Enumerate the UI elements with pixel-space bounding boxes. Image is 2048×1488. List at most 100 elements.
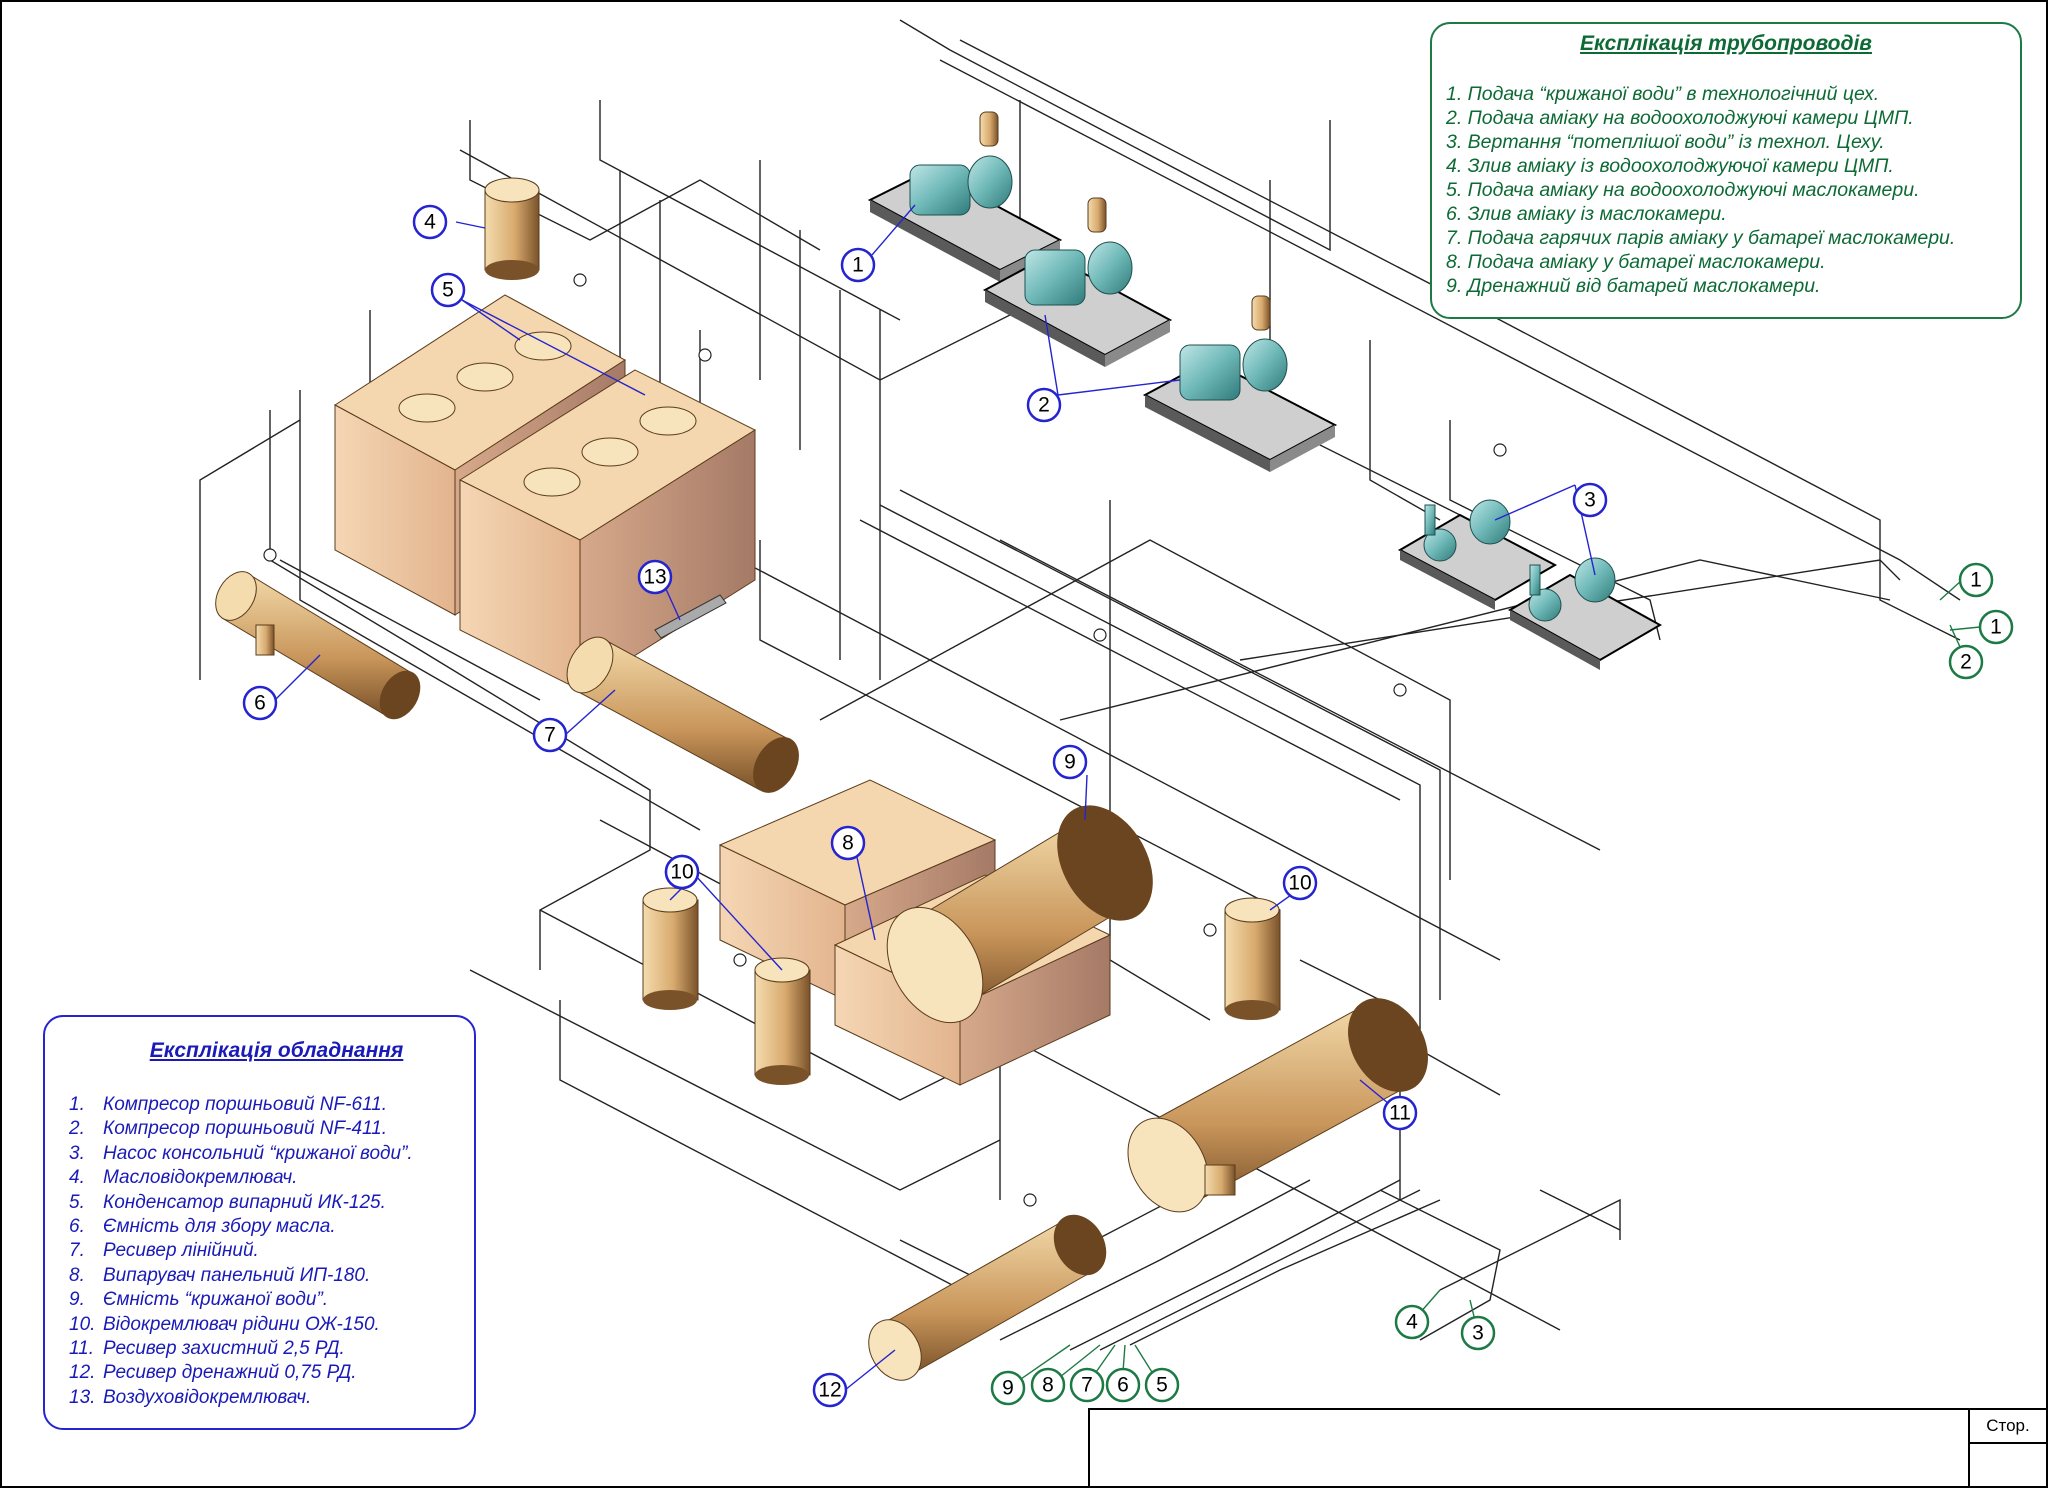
equipment-callout-4: 4 (412, 204, 448, 240)
pipe-callout-circle (990, 1370, 1026, 1406)
equipment-callout-7: 7 (532, 717, 568, 753)
pump-3b (1507, 557, 1663, 670)
equipment-callout-6: 6 (242, 685, 278, 721)
equipment-callout-9: 9 (1052, 744, 1088, 780)
condenser-5b (458, 369, 757, 691)
title-block-page-cell: Стор. (1968, 1408, 2046, 1486)
pipe-callout-number: 3 (1472, 1322, 1484, 1345)
equipment-callout-number: 4 (424, 211, 436, 234)
equipment-callout-2: 2 (1026, 387, 1062, 423)
equipment-callout-circle (812, 1372, 848, 1408)
equipment-callout-circle (664, 854, 700, 890)
pipe-callout-circle (1105, 1367, 1141, 1403)
oil-separator-4 (484, 177, 540, 280)
pump-3a (1397, 499, 1558, 610)
equipment-callout-number: 10 (1288, 872, 1311, 895)
equipment-callout-number: 7 (544, 724, 556, 747)
equipment-callouts: 123456789101010111213 (242, 204, 1608, 1408)
pipe-legend-title: Експлікація трубопроводів (1580, 32, 1872, 55)
air-separator-13 (654, 594, 727, 639)
equipment-callout-number: 1 (852, 254, 864, 277)
pipe-callout-number: 1 (1990, 616, 2002, 639)
pipe-callout-circle (1460, 1315, 1496, 1351)
equipment-callout-number: 12 (818, 1379, 841, 1402)
equipment-callout-circle (840, 247, 876, 283)
pipe-callout-3: 3 (1460, 1315, 1496, 1351)
pipe-callout-circle (1948, 644, 1984, 680)
pipelines (199, 19, 1961, 1351)
equipment-legend-item: 8.Випарувач панельний ИП-180. (69, 1264, 371, 1286)
compressor-2a (982, 197, 1173, 367)
equipment-callout-10: 10 (664, 854, 700, 890)
equipment-callout-number: 5 (442, 279, 454, 302)
pipe-callout-number: 5 (1156, 1374, 1168, 1397)
pipe-legend-item: 9. Дренажний від батарей маслокамери. (1446, 275, 1821, 297)
pipe-callout-4: 4 (1394, 1304, 1430, 1340)
equipment-callout-3: 3 (1572, 482, 1608, 518)
equipment-legend-item: 13.Воздуховідокремлювач. (69, 1386, 312, 1408)
pipe-callout-number: 2 (1960, 651, 1972, 674)
liquid-separator-10a (642, 887, 699, 1010)
equipment-callout-circle (1282, 865, 1318, 901)
equipment-callout-number: 9 (1064, 751, 1076, 774)
pipe-legend-item: 7. Подача гарячих парів аміаку у батареї… (1446, 227, 1956, 249)
equipment-callout-circle (1572, 482, 1608, 518)
ice-water-tank-9 (886, 805, 1153, 1024)
pipe-legend: Експлікація трубопроводів 1. Подача “кри… (1430, 22, 2022, 319)
equipment-callout-number: 10 (670, 861, 693, 884)
equipment-callout-circle (242, 685, 278, 721)
pipe-leader-lines (1007, 579, 1981, 1389)
equipment-callout-8: 8 (830, 825, 866, 861)
equipment-callout-10: 10 (1282, 865, 1318, 901)
equipment-callout-number: 8 (842, 832, 854, 855)
equipment-callout-number: 2 (1038, 394, 1050, 417)
pipe-callout-number: 9 (1002, 1377, 1014, 1400)
equipment-legend-list: 1.Компресор поршньовий NF-611. 2.Компрес… (69, 1093, 450, 1410)
equipment-legend-item: 2.Компресор поршньовий NF-411. (69, 1118, 388, 1140)
pipe-callout-number: 8 (1042, 1374, 1054, 1397)
protective-receiver-11 (1127, 998, 1428, 1213)
equipment-callout-circle (430, 272, 466, 308)
equipment-legend-item: 9.Ємність “крижаної води”. (69, 1289, 329, 1311)
equipment-legend-item: 6.Ємність для збору масла. (69, 1216, 336, 1238)
equipment-legend-item: 1.Компресор поршньовий NF-611. (69, 1094, 388, 1115)
equipment-callout-circle (532, 717, 568, 753)
pipe-callout-number: 7 (1081, 1374, 1093, 1397)
oil-vessel-6 (215, 571, 421, 720)
equipment-callout-number: 6 (254, 692, 266, 715)
pipe-callout-circle (1144, 1367, 1180, 1403)
pipe-callout-1: 1 (1978, 609, 2014, 645)
pipe-callout-circle (1069, 1367, 1105, 1403)
pipe-callout-number: 6 (1117, 1374, 1129, 1397)
equipment-callout-number: 3 (1584, 489, 1596, 512)
equipment-legend-item: 10.Відокремлювач рідини ОЖ-150. (69, 1313, 380, 1335)
equipment-callout-circle (830, 825, 866, 861)
equipment-callout-5: 5 (430, 272, 466, 308)
page-label: Стор. (1970, 1410, 2046, 1444)
pipe-callout-number: 4 (1406, 1311, 1418, 1334)
equipment-callout-circle (412, 204, 448, 240)
pipe-callout-number: 1 (1970, 569, 1982, 592)
title-block (1088, 1408, 1970, 1486)
pipe-callout-circle (1958, 562, 1994, 598)
equipment-callout-circle (637, 559, 673, 595)
pipe-legend-item: 1. Подача “крижаної води” в технологічни… (1446, 83, 1880, 105)
liquid-separator-10c (1224, 897, 1281, 1020)
pipe-callout-5: 5 (1144, 1367, 1180, 1403)
equipment-callout-12: 12 (812, 1372, 848, 1408)
pipe-legend-list: 1. Подача “крижаної води” в технологічни… (1446, 82, 2006, 298)
pipe-callout-9: 9 (990, 1370, 1026, 1406)
equipment-callout-circle (1052, 744, 1088, 780)
equipment-legend-item: 3.Насос консольний “крижаної води”. (69, 1142, 413, 1164)
equipment-callout-1: 1 (840, 247, 876, 283)
pipe-legend-item: 2. Подача аміаку на водоохолоджуючі каме… (1446, 107, 1914, 129)
pipe-legend-item: 4. Злив аміаку із водоохолоджуючої камер… (1446, 155, 1894, 177)
equipment-callout-11: 11 (1382, 1095, 1418, 1131)
equipment-callout-number: 13 (643, 566, 666, 589)
equipment-legend-item: 5.Конденсатор випарний ИК-125. (69, 1191, 386, 1213)
compressor-2b (1142, 295, 1338, 472)
pipe-callout-7: 7 (1069, 1367, 1105, 1403)
